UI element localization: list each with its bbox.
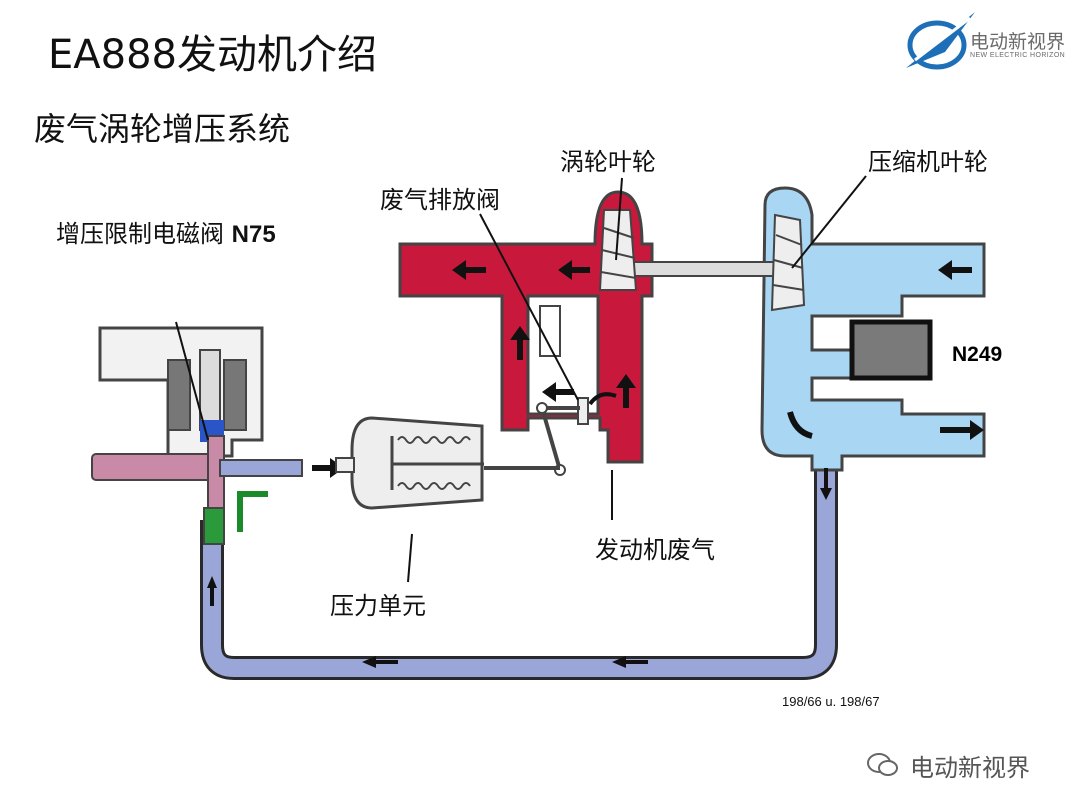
arrow-left-icon [558, 260, 590, 280]
figure-reference: 198/66 u. 198/67 [782, 694, 880, 709]
wastegate-linkage [484, 392, 617, 476]
curved-arrow-icon [787, 411, 813, 439]
logo-subtitle: NEW ELECTRIC HORIZON [970, 52, 1066, 59]
label-turbine-wheel: 涡轮叶轮 [560, 148, 656, 176]
arrow-up-icon [510, 326, 530, 360]
label-compressor-wheel: 压缩机叶轮 [868, 148, 988, 176]
arrow-left-icon [612, 656, 648, 668]
turbine-housing [398, 190, 654, 464]
turbo-shaft [629, 261, 781, 277]
boost-control-line [200, 455, 838, 680]
label-n75-text: 增压限制电磁阀 [56, 220, 232, 248]
slide-title: EA888发动机介绍 [48, 32, 377, 78]
n249-valve [849, 319, 933, 381]
turbine-wheel [598, 209, 638, 291]
arrow-up-icon [207, 576, 217, 606]
wechat-icon [867, 753, 898, 776]
label-n75: 增压限制电磁阀 N75 [56, 214, 276, 249]
logo-name: 电动新视界 [970, 31, 1066, 53]
label-engine-exhaust: 发动机废气 [595, 536, 715, 564]
slide-subtitle: 废气涡轮增压系统 [34, 110, 291, 148]
arrow-up-icon [616, 374, 636, 408]
compressor-wheel [770, 213, 806, 312]
label-n249: N249 [952, 343, 1003, 366]
leader-lines [175, 175, 867, 583]
arrow-down-icon [820, 468, 832, 500]
arrow-left-icon [452, 260, 486, 280]
n75-solenoid [91, 326, 303, 545]
compressor-housing [760, 186, 986, 472]
logo-icon [906, 12, 975, 70]
label-n75-code: N75 [231, 221, 276, 248]
pressure-unit [335, 416, 484, 510]
arrow-left-icon [938, 260, 972, 280]
arrow-left-icon [362, 656, 398, 668]
arrow-left-icon [542, 382, 574, 402]
label-wastegate: 废气排放阀 [380, 186, 500, 214]
watermark: 电动新视界 [910, 754, 1030, 782]
arrow-right-icon [940, 420, 984, 440]
label-pressure-unit: 压力单元 [330, 592, 426, 620]
